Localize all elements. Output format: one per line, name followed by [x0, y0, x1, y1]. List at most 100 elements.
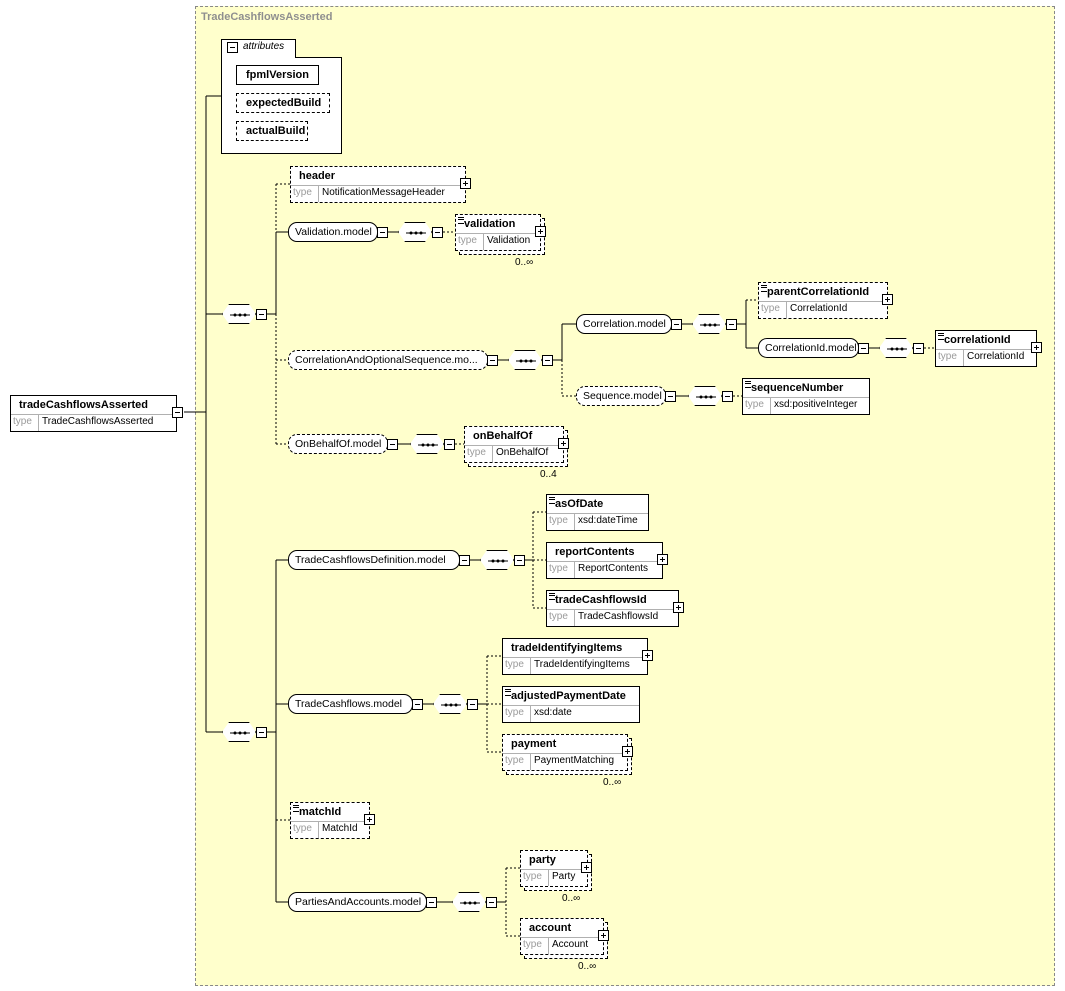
type-keyword: type: [293, 187, 312, 198]
attribute-expectedbuild[interactable]: expectedBuild: [236, 93, 330, 113]
collapse-toggle[interactable]: [487, 355, 498, 366]
expand-toggle-account[interactable]: [598, 930, 609, 941]
element-name: correlationId: [944, 334, 1011, 346]
element-name: tradeIdentifyingItems: [511, 642, 623, 654]
element-report-contents[interactable]: reportContents type ReportContents: [546, 542, 663, 579]
group-parties-and-accounts-model[interactable]: PartiesAndAccounts.model: [288, 892, 427, 912]
element-name: parentCorrelationId: [767, 286, 870, 298]
group-correlation-model[interactable]: Correlation.model: [576, 314, 672, 334]
type-keyword: type: [523, 939, 542, 950]
group-correlation-id-model[interactable]: CorrelationId.model: [758, 338, 859, 358]
element-type: MatchId: [318, 822, 358, 838]
type-keyword: type: [745, 399, 764, 410]
collapse-toggle[interactable]: [858, 343, 869, 354]
collapse-toggle[interactable]: [467, 699, 478, 710]
expand-toggle-report-contents[interactable]: [657, 554, 668, 565]
collapse-toggle-attributes[interactable]: [227, 42, 238, 53]
element-sequence-number[interactable]: sequenceNumber type xsd:positiveInteger: [742, 378, 870, 415]
element-trade-cashflows-id[interactable]: tradeCashflowsId type TradeCashflowsId: [546, 590, 679, 627]
collapse-toggle[interactable]: [671, 319, 682, 330]
expand-toggle-parent-correlation-id[interactable]: [882, 294, 893, 305]
type-keyword: type: [549, 611, 568, 622]
collapse-toggle[interactable]: [514, 555, 525, 566]
collapse-toggle[interactable]: [377, 227, 388, 238]
element-name: reportContents: [555, 546, 635, 558]
collapse-toggle[interactable]: [665, 391, 676, 402]
element-header[interactable]: header type NotificationMessageHeader: [290, 166, 466, 203]
attribute-fpmlversion[interactable]: fpmlVersion: [236, 65, 319, 85]
element-type: OnBehalfOf: [492, 446, 548, 462]
root-element[interactable]: tradeCashflowsAsserted type TradeCashflo…: [10, 395, 177, 432]
element-validation[interactable]: validation type Validation: [455, 214, 541, 251]
collapse-toggle-root[interactable]: [172, 407, 183, 418]
attribute-actualbuild[interactable]: actualBuild: [236, 121, 308, 141]
cardinality: 0..∞: [578, 961, 597, 972]
collapse-toggle[interactable]: [387, 439, 398, 450]
collapse-toggle[interactable]: [426, 897, 437, 908]
collapse-toggle[interactable]: [726, 319, 737, 330]
element-payment[interactable]: payment type PaymentMatching: [502, 734, 628, 771]
element-correlation-id[interactable]: correlationId type CorrelationId: [935, 330, 1037, 367]
group-correlation-and-optional-sequence[interactable]: CorrelationAndOptionalSequence.mo...: [288, 350, 488, 370]
expand-toggle-validation[interactable]: [535, 226, 546, 237]
expand-toggle-payment[interactable]: [622, 746, 633, 757]
element-party[interactable]: party type Party: [520, 850, 588, 887]
type-keyword: type: [467, 447, 486, 458]
element-name: matchId: [299, 806, 342, 818]
root-element-type: TradeCashflowsAsserted: [38, 415, 153, 431]
collapse-toggle[interactable]: [256, 727, 267, 738]
collapse-toggle[interactable]: [256, 309, 267, 320]
element-type: CorrelationId: [963, 350, 1024, 366]
sequence-compositor: [452, 892, 486, 912]
element-as-of-date[interactable]: asOfDate type xsd:dateTime: [546, 494, 649, 531]
element-account[interactable]: account type Account: [520, 918, 604, 955]
element-type: Party: [548, 870, 575, 886]
element-on-behalf-of[interactable]: onBehalfOf type OnBehalfOf: [464, 426, 564, 463]
expand-toggle-on-behalf-of[interactable]: [558, 438, 569, 449]
collapse-toggle[interactable]: [459, 555, 470, 566]
expand-toggle-trade-identifying-items[interactable]: [642, 650, 653, 661]
expand-toggle-party[interactable]: [581, 862, 592, 873]
element-name: header: [299, 170, 336, 182]
element-parent-correlation-id[interactable]: parentCorrelationId type CorrelationId: [758, 282, 888, 319]
element-adjusted-payment-date[interactable]: adjustedPaymentDate type xsd:date: [502, 686, 640, 723]
group-on-behalf-of-model[interactable]: OnBehalfOf.model: [288, 434, 388, 454]
sequence-compositor: [398, 222, 432, 242]
collapse-toggle[interactable]: [542, 355, 553, 366]
type-keyword: type: [549, 515, 568, 526]
group-trade-cashflows-model[interactable]: TradeCashflows.model: [288, 694, 413, 714]
element-match-id[interactable]: matchId type MatchId: [290, 802, 370, 839]
sequence-compositor: [222, 722, 256, 742]
collapse-toggle[interactable]: [913, 343, 924, 354]
sequence-compositor: [222, 304, 256, 324]
group-trade-cashflows-definition-model[interactable]: TradeCashflowsDefinition.model: [288, 550, 460, 570]
element-name: account: [529, 922, 572, 934]
type-keyword: type: [761, 303, 780, 314]
sequence-compositor: [508, 350, 542, 370]
group-sequence-model[interactable]: Sequence.model: [576, 386, 666, 406]
expand-toggle-correlation-id[interactable]: [1031, 342, 1042, 353]
cardinality: 0..∞: [603, 777, 622, 788]
element-trade-identifying-items[interactable]: tradeIdentifyingItems type TradeIdentify…: [502, 638, 648, 675]
root-element-name: tradeCashflowsAsserted: [19, 399, 148, 411]
type-keyword: type: [523, 871, 542, 882]
collapse-toggle[interactable]: [486, 897, 497, 908]
sequence-compositor: [692, 314, 726, 334]
type-keyword: type: [549, 563, 568, 574]
collapse-toggle[interactable]: [444, 439, 455, 450]
collapse-toggle[interactable]: [722, 391, 733, 402]
type-keyword: type: [505, 755, 524, 766]
collapse-toggle[interactable]: [432, 227, 443, 238]
group-validation-model[interactable]: Validation.model: [288, 222, 378, 242]
element-type: xsd:date: [530, 706, 572, 722]
expand-toggle-header[interactable]: [460, 178, 471, 189]
element-name: validation: [464, 218, 516, 230]
element-name: asOfDate: [555, 498, 604, 510]
element-name: sequenceNumber: [751, 382, 844, 394]
expand-toggle-match-id[interactable]: [364, 814, 375, 825]
expand-toggle-trade-cashflows-id[interactable]: [673, 602, 684, 613]
collapse-toggle[interactable]: [412, 699, 423, 710]
element-type: TradeCashflowsId: [574, 610, 658, 626]
sequence-compositor: [879, 338, 913, 358]
